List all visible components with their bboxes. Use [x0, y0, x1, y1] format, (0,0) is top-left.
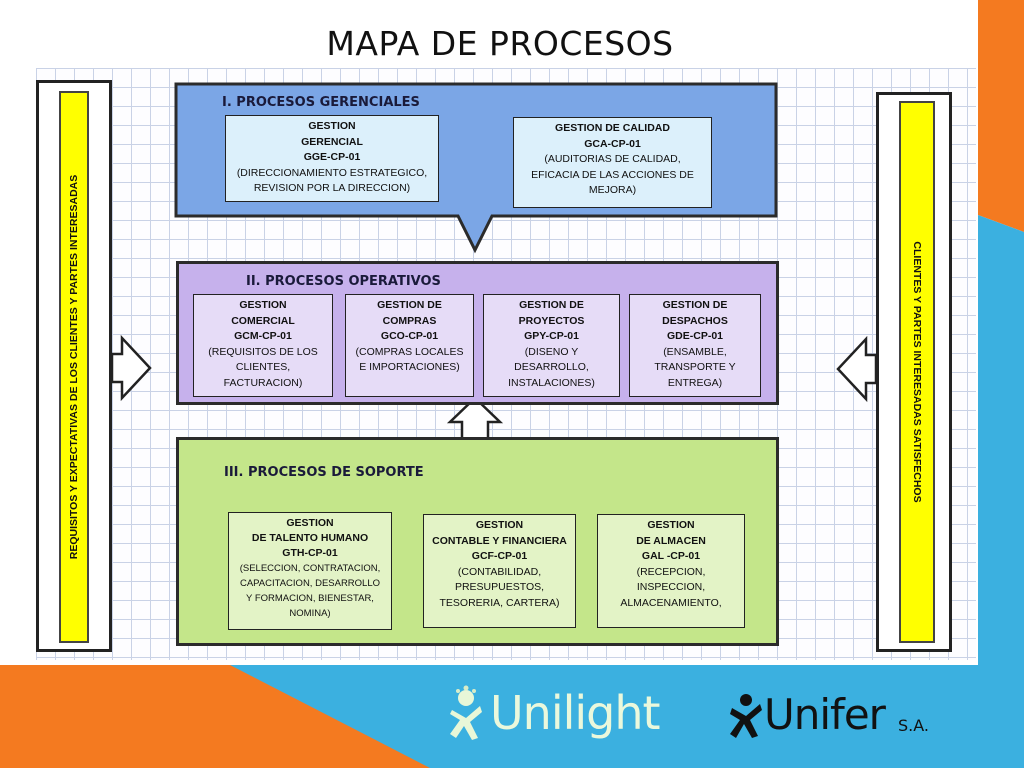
card-desc-1: (REQUISITOS DE LOS	[208, 345, 318, 358]
unifer-suffix: S.A.	[898, 716, 929, 735]
card-desc-3: FACTURACION)	[223, 376, 303, 389]
card-name: GESTION DE	[662, 299, 728, 311]
card-gestion-proyectos: GESTION DE PROYECTOS GPY-CP-01 (DISENO Y…	[483, 294, 620, 397]
card-name: GESTION	[308, 120, 356, 132]
card-desc-2: E IMPORTACIONES)	[359, 361, 460, 373]
unilight-figure-icon	[450, 685, 482, 740]
right-yellow-strip: CLIENTES Y PARTES INTERESADAS SATISFECHO…	[899, 101, 935, 643]
card-name: GESTION DE	[519, 299, 584, 311]
left-arrow-icon	[836, 335, 878, 403]
card-gestion-calidad: GESTION DE CALIDAD GCA-CP-01 (AUDITORIAS…	[513, 117, 712, 208]
card-desc-1: (CONTABILIDAD,	[457, 565, 542, 578]
card-name-2: DESPACHOS	[662, 314, 728, 327]
card-code: GCF-CP-01	[471, 550, 528, 562]
card-name: GESTION	[647, 519, 695, 531]
card-code: GCA-CP-01	[584, 137, 641, 150]
card-name-2: CONTABLE Y FINANCIERA	[432, 534, 567, 547]
card-desc-2: CAPACITACION, DESARROLLO	[239, 578, 381, 589]
card-name-2: DE ALMACEN	[636, 534, 706, 547]
card-name: GESTION	[286, 517, 334, 529]
card-code: GDE-CP-01	[666, 330, 723, 342]
card-name: GESTION DE	[377, 299, 442, 311]
card-desc-1: (RECEPCION,	[636, 565, 706, 578]
soporte-title: III. PROCESOS DE SOPORTE	[224, 465, 424, 480]
card-name-2: PROYECTOS	[518, 314, 585, 327]
card-name: GESTION DE CALIDAD	[555, 122, 670, 134]
card-code: GCO-CP-01	[380, 330, 439, 342]
card-name-2: GERENCIAL	[301, 135, 363, 148]
gerenciales-title: I. PROCESOS GERENCIALES	[222, 95, 420, 110]
unifer-figure-icon	[730, 694, 762, 738]
card-desc-3: TESORERIA, CARTERA)	[439, 596, 560, 609]
right-satisfaction-column: CLIENTES Y PARTES INTERESADAS SATISFECHO…	[876, 92, 952, 652]
card-desc-1: (SELECCION, CONTRATACION,	[239, 563, 381, 574]
card-desc-3: Y FORMACION, BIENESTAR,	[246, 593, 374, 604]
card-desc-3: MEJORA)	[588, 184, 637, 196]
card-desc-1: (DIRECCIONAMIENTO ESTRATEGICO,	[236, 166, 428, 179]
unifer-wordmark: Unifer	[764, 690, 886, 739]
page-title: MAPA DE PROCESOS	[326, 24, 674, 63]
card-desc-3: ENTREGA)	[667, 376, 723, 389]
card-code: GCM-CP-01	[234, 330, 292, 342]
card-desc-2: REVISION POR LA DIRECCION)	[253, 182, 411, 194]
unilight-wordmark: Unilight	[490, 686, 661, 740]
card-gestion-almacen: GESTION DE ALMACEN GAL -CP-01 (RECEPCION…	[597, 514, 745, 628]
operativos-title: II. PROCESOS OPERATIVOS	[246, 274, 441, 289]
card-gestion-despachos: GESTION DE DESPACHOS GDE-CP-01 (ENSAMBLE…	[629, 294, 761, 397]
left-yellow-strip: REQUISITOS Y EXPECTATIVAS DE LOS CLIENTE…	[59, 91, 89, 643]
card-desc-4: NOMINA)	[289, 608, 331, 619]
unifer-logo: Unifer S.A.	[730, 690, 960, 746]
card-desc-2: CLIENTES,	[235, 361, 291, 373]
unilight-logo: Unilight	[448, 684, 698, 744]
card-desc-2: PRESUPUESTOS,	[454, 581, 545, 593]
card-gestion-compras: GESTION DE COMPRAS GCO-CP-01 (COMPRAS LO…	[345, 294, 474, 397]
card-desc-2: DESARROLLO,	[514, 361, 589, 373]
card-desc-2: INSPECCION,	[636, 581, 706, 593]
orange-corner-top-right	[978, 0, 1024, 232]
left-requirements-column: REQUISITOS Y EXPECTATIVAS DE LOS CLIENTE…	[36, 80, 112, 652]
card-code: GTH-CP-01	[282, 547, 338, 559]
card-desc-1: (AUDITORIAS DE CALIDAD,	[544, 153, 681, 165]
card-desc-1: (ENSAMBLE,	[663, 345, 727, 358]
card-name: GESTION	[475, 519, 524, 531]
card-code: GAL -CP-01	[641, 550, 701, 562]
card-gestion-talento-humano: GESTION DE TALENTO HUMANO GTH-CP-01 (SEL…	[228, 512, 392, 630]
card-desc-1: (COMPRAS LOCALES	[355, 345, 464, 358]
card-code: GPY-CP-01	[524, 330, 579, 342]
right-arrow-icon	[110, 334, 152, 402]
card-code: GGE-CP-01	[303, 151, 361, 163]
card-name: GESTION	[239, 299, 287, 311]
card-name-2: DE TALENTO HUMANO	[251, 532, 369, 544]
card-desc-3: INSTALACIONES)	[508, 376, 595, 389]
card-name-2: COMPRAS	[382, 314, 437, 327]
card-gestion-gerencial: GESTION GERENCIAL GGE-CP-01 (DIRECCIONAM…	[225, 115, 439, 202]
card-desc-2: EFICACIA DE LAS ACCIONES DE	[531, 168, 694, 181]
card-name-2: COMERCIAL	[231, 314, 295, 327]
card-gestion-comercial: GESTION COMERCIAL GCM-CP-01 (REQUISITOS …	[193, 294, 333, 397]
card-desc-2: TRANSPORTE Y	[654, 361, 736, 373]
card-desc-1: (DISENO Y	[524, 345, 579, 358]
card-desc-3: ALMACENAMIENTO,	[620, 596, 722, 609]
card-gestion-contable-financiera: GESTION CONTABLE Y FINANCIERA GCF-CP-01 …	[423, 514, 576, 628]
orange-band-bottom-left	[0, 665, 430, 768]
blue-band-right	[978, 215, 1024, 768]
